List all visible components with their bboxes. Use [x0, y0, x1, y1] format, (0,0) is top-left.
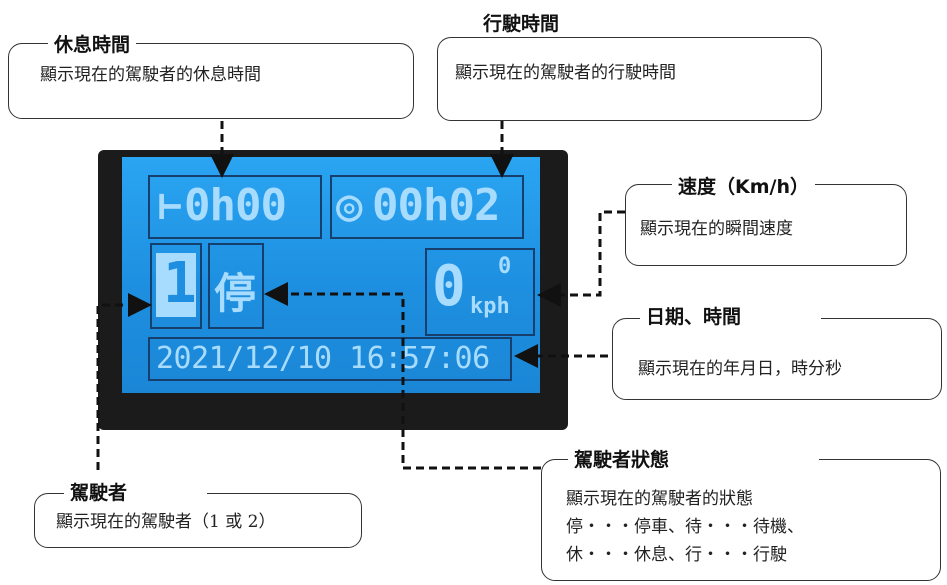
speed-arrow: [537, 210, 625, 307]
datetime-value: 2021/12/10 16:57:06: [156, 341, 490, 376]
datetime-description: 顯示現在的年月日，時分秒: [638, 359, 842, 379]
rest-time-description: 顯示現在的駕駛者的休息時間: [40, 65, 261, 85]
driver-status-arrow: [264, 282, 541, 470]
rest-time-box: [148, 175, 322, 239]
rest-icon: ⊢: [158, 183, 183, 229]
drive-time-value: 00h02: [372, 180, 500, 231]
driver-status-callout: [541, 459, 941, 581]
speed-small-value: 0: [498, 254, 512, 279]
driver-description: 顯示現在的駕駛者（1 或 2）: [56, 512, 276, 532]
drive-time-box: [330, 175, 524, 239]
datetime-box: [148, 337, 512, 381]
speed-unit: kph: [470, 294, 510, 319]
driver-number-box: [150, 243, 202, 329]
driver-status-line-1: 顯示現在的駕駛者的狀態: [566, 489, 753, 509]
speed-value: 0: [432, 254, 466, 319]
speed-title: 速度（Km/h）: [672, 172, 815, 199]
drive-clock-icon: ◎: [336, 180, 363, 231]
driver-status-title: 駕駛者狀態: [568, 445, 820, 472]
speed-box: [425, 248, 535, 336]
drive-time-description: 顯示現在的駕駛者的行駛時間: [455, 63, 676, 83]
datetime-title: 日期、時間: [640, 302, 822, 329]
driver-number-display: [156, 253, 196, 317]
rest-time-title: 休息時間: [48, 30, 137, 57]
driver-title: 駕駛者: [64, 478, 208, 505]
speed-description: 顯示現在的瞬間速度: [640, 219, 793, 239]
status-box: [208, 243, 264, 329]
driver-number-value: 1: [163, 251, 197, 316]
datetime-callout: [612, 318, 942, 400]
rest-time-value: 0h00: [184, 180, 287, 231]
drive-time-callout: [437, 37, 822, 121]
drive-time-title: 行駛時間: [477, 9, 566, 36]
status-character: 停: [214, 269, 257, 318]
driver-arrow: [96, 293, 152, 470]
driver-status-line-2: 停・・・停車、待・・・待機、: [566, 517, 804, 537]
driver-status-line-3: 休・・・休息、行・・・行駛: [566, 545, 787, 565]
